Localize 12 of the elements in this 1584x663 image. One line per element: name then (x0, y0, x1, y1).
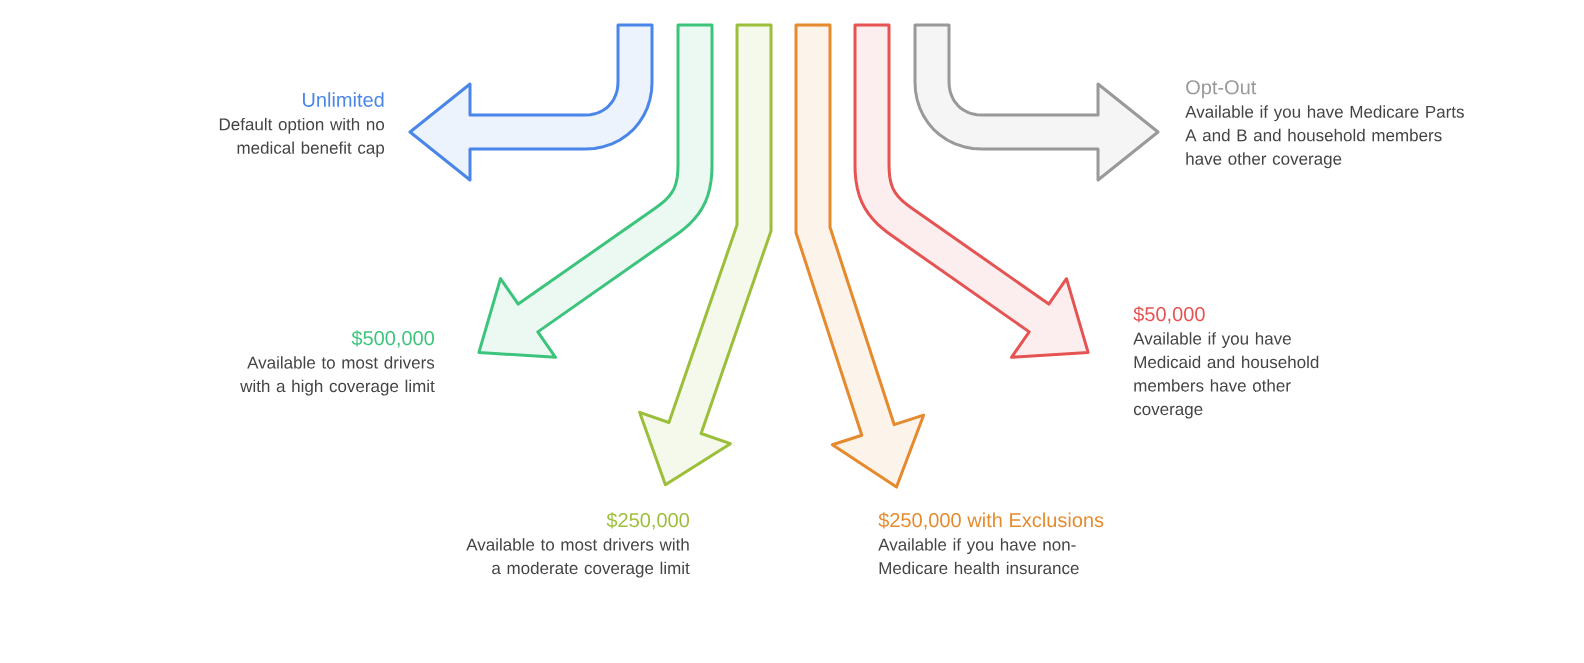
block-arrow (408, 23, 654, 182)
block-arrow (794, 23, 926, 489)
block-arrow (477, 23, 714, 359)
option-label: Opt-Out Available if you have Medicare Parts A and B and household members have other coverage (1185, 80, 1464, 169)
option-label: $250,000 with Exclusions Available if you have non-Medicare health insurance (878, 512, 1104, 575)
block-arrow (853, 23, 1090, 359)
option-label: $500,000 Available to most drivers with a high coverage limit (240, 330, 435, 396)
option-label: Unlimited Default option with no medical benefit cap (219, 92, 385, 158)
block-arrow (913, 23, 1160, 182)
option-label: $50,000 Available if you have Medicaid and household members have other coverage (1133, 306, 1319, 419)
option-label: $250,000 Available to most drivers with a moderate coverage limit (466, 512, 690, 578)
block-arrow (638, 23, 773, 487)
